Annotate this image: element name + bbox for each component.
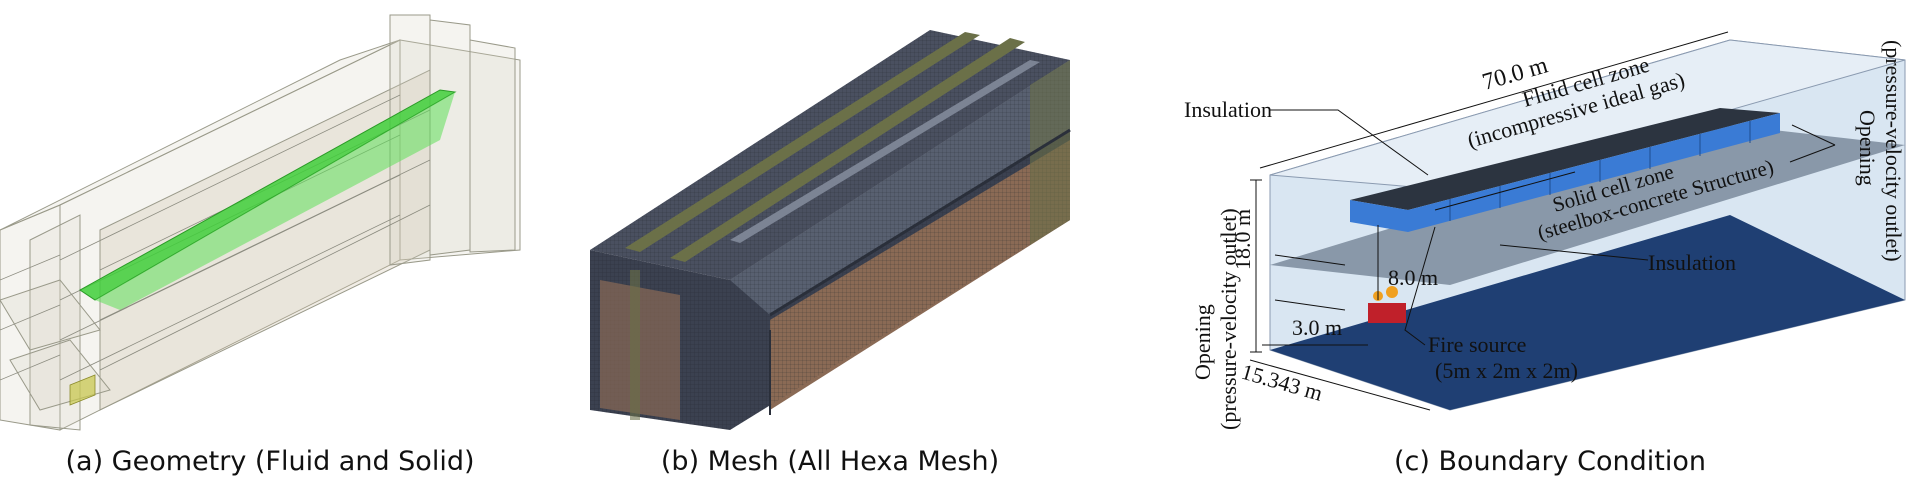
- panel-mesh: [570, 0, 1090, 440]
- label-height: 18.0 m: [1230, 209, 1255, 270]
- geometry-illustration: [0, 14, 521, 431]
- mesh-top-band-olive: [625, 32, 980, 252]
- label-opening-left-2: (pressure-velocity outlet): [1216, 208, 1241, 430]
- caption-boundary: (c) Boundary Condition: [1394, 446, 1706, 477]
- label-opening-left-1: Opening: [1190, 304, 1215, 380]
- label-opening-right-2: (pressure-velocity outlet): [1881, 40, 1906, 262]
- fluid-domain-top: [1269, 39, 1906, 191]
- fire-source-box: [1368, 303, 1406, 323]
- geometry-fire-box: [69, 374, 96, 406]
- caption-mesh: (b) Mesh (All Hexa Mesh): [660, 446, 1000, 477]
- deck-plane: [1270, 125, 1905, 285]
- label-offset: 3.0 m: [1292, 315, 1342, 340]
- panel-boundary: 70.0 m Insulation Fluid cell zone (incom…: [1180, 0, 1912, 440]
- label-fire-1: Fire source: [1428, 332, 1526, 357]
- mesh-top-deck: [730, 60, 1040, 243]
- mesh-illustration: [590, 30, 1071, 430]
- bridge-girder: [1350, 200, 1408, 232]
- label-insulation-top: Insulation: [1184, 97, 1272, 122]
- label-width: 15.343 m: [1239, 359, 1326, 406]
- bridge-girder-side: [1408, 113, 1780, 232]
- bridge-deck-top: [1350, 108, 1780, 210]
- label-fire-2: (5m x 2m x 2m): [1435, 358, 1578, 383]
- mesh-side-olive: [1030, 60, 1070, 245]
- caption-geometry: (a) Geometry (Fluid and Solid): [65, 446, 475, 477]
- label-opening-right-1: Opening: [1855, 110, 1880, 186]
- geometry-inner-lines: [0, 94, 431, 381]
- geometry-deck-surface: [95, 92, 455, 310]
- floor-plane: [1270, 215, 1905, 410]
- mesh-top-band-olive-2: [670, 38, 1025, 262]
- label-clearance: 8.0 m: [1388, 265, 1438, 290]
- label-insulation-bottom: Insulation: [1648, 250, 1736, 275]
- boundary-illustration: 70.0 m Insulation Fluid cell zone (incom…: [1184, 31, 1906, 430]
- panel-geometry: [0, 0, 540, 440]
